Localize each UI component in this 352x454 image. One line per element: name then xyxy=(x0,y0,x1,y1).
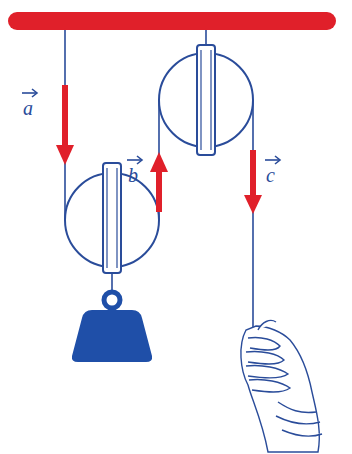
hand xyxy=(241,320,322,452)
pulley-wheel xyxy=(159,45,253,155)
vector-label: c xyxy=(266,165,275,185)
ceiling-bar xyxy=(8,12,336,30)
ropes xyxy=(65,30,253,330)
force-arrow xyxy=(56,85,262,214)
vector-arrow xyxy=(22,89,280,164)
weight xyxy=(72,292,152,362)
vector-label: a xyxy=(23,98,33,118)
pulley-wheel xyxy=(65,163,159,273)
vector-label: b xyxy=(128,165,138,185)
